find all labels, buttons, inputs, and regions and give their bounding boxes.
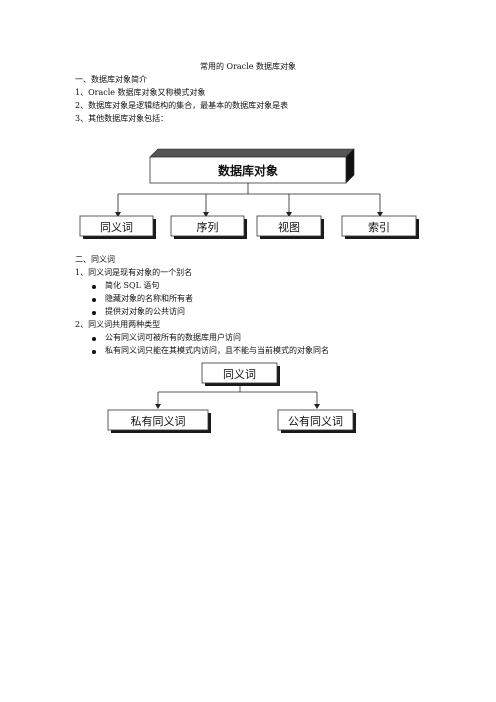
section1-item-1: 1、Oracle 数据库对象又称模式对象 (75, 88, 206, 97)
root-box-label: 数据库对象 (218, 163, 278, 178)
bullet-dot (92, 298, 96, 302)
diagram1-connectors (117, 183, 381, 215)
bullet-dot (92, 311, 96, 315)
section2-bullet2-1: 公有同义词可被所有的数据库用户访问 (105, 333, 241, 342)
section2-item-2: 2、同义词共用两种类型 (75, 320, 161, 329)
bullet-dot (92, 285, 96, 289)
section2-bullet1-2: 隐藏对象的名称和所有者 (105, 294, 193, 303)
bullet-dot (92, 337, 96, 341)
section2-bullet1-3: 提供对对象的公共访问 (105, 307, 185, 316)
section2-item-1: 1、同义词是现有对象的一个别名 (75, 268, 193, 277)
bullet-dot (92, 350, 96, 354)
child-box-label: 索引 (368, 220, 390, 234)
section1-item-2: 2、数据库对象是逻辑结构的集合，最基本的数据库对象是表 (75, 101, 289, 110)
document-title: 常用的 Oracle 数据库对象 (199, 62, 296, 71)
child-box-label: 视图 (278, 220, 300, 234)
root-box-database-objects: 数据库对象 (149, 148, 355, 184)
section1-item-3: 3、其他数据库对象包括： (75, 114, 169, 123)
section1-heading: 一、数据库对象简介 (75, 75, 147, 84)
diagram1-arrowheads (115, 212, 383, 217)
child-box-public-synonym: 公有同义词 (277, 409, 356, 433)
child-box-label: 私有同义词 (131, 414, 186, 428)
child-box-label: 同义词 (100, 221, 133, 234)
child-box-index: 索引 (341, 215, 419, 239)
root-box-label: 同义词 (223, 368, 256, 381)
diagram2-arrowheads (155, 404, 320, 409)
child-box-view: 视图 (256, 215, 324, 239)
child-box-synonym: 同义词 (79, 215, 156, 239)
section2-bullet1-1: 简化 SQL 语句 (105, 281, 160, 290)
child-box-private-synonym: 私有同义词 (107, 409, 211, 433)
root-box-synonym: 同义词 (201, 362, 280, 386)
section2-heading: 二、同义词 (75, 255, 115, 264)
child-box-label: 公有同义词 (288, 414, 343, 428)
child-box-label: 序列 (197, 220, 219, 234)
child-box-sequence: 序列 (170, 215, 247, 239)
diagram2-connectors (157, 383, 318, 406)
section2-bullet2-2: 私有同义词只能在其模式内访问，且不能与当前模式的对象同名 (105, 346, 329, 355)
